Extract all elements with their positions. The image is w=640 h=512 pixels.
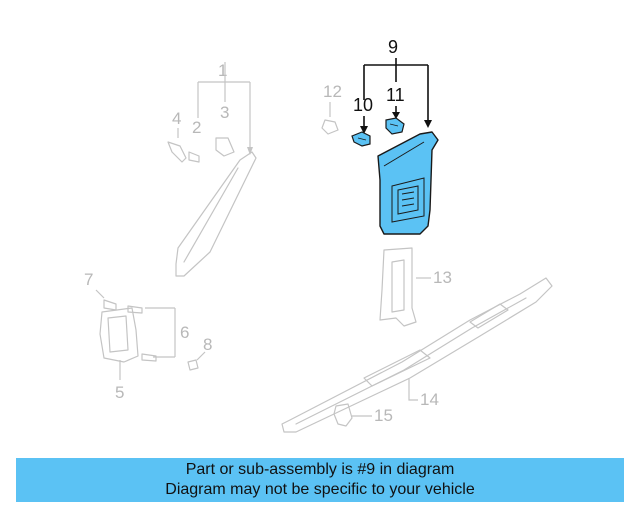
caption-line-2: Diagram may not be specific to your vehi… bbox=[165, 481, 475, 498]
callout-13: 13 bbox=[433, 268, 452, 287]
callout-2: 2 bbox=[192, 118, 201, 137]
faded-fasteners bbox=[103, 119, 353, 427]
callout-1: 1 bbox=[218, 61, 227, 80]
callout-14: 14 bbox=[420, 390, 439, 409]
faded-trim-panels bbox=[99, 151, 553, 433]
caption-line-1: Part or sub-assembly is #9 in diagram bbox=[185, 461, 455, 478]
callout-8: 8 bbox=[203, 335, 212, 354]
callout-12: 12 bbox=[323, 82, 342, 101]
callout-4: 4 bbox=[172, 109, 181, 128]
callout-11: 11 bbox=[386, 85, 405, 105]
caption-banner: Part or sub-assembly is #9 in diagram Di… bbox=[16, 458, 624, 502]
part-10-screw[interactable] bbox=[351, 131, 371, 147]
callout-6: 6 bbox=[180, 323, 189, 342]
part-9-leader-lines bbox=[360, 58, 432, 134]
callout-3: 3 bbox=[220, 103, 229, 122]
callout-7: 7 bbox=[84, 270, 93, 289]
callout-5: 5 bbox=[115, 383, 124, 402]
part-11-clip[interactable] bbox=[385, 117, 405, 135]
callout-9: 9 bbox=[388, 37, 398, 57]
part-9-center-pillar-upper-trim[interactable] bbox=[377, 131, 439, 235]
callout-10: 10 bbox=[353, 95, 373, 115]
faded-leader-lines bbox=[95, 62, 431, 417]
callout-15: 15 bbox=[374, 406, 393, 425]
